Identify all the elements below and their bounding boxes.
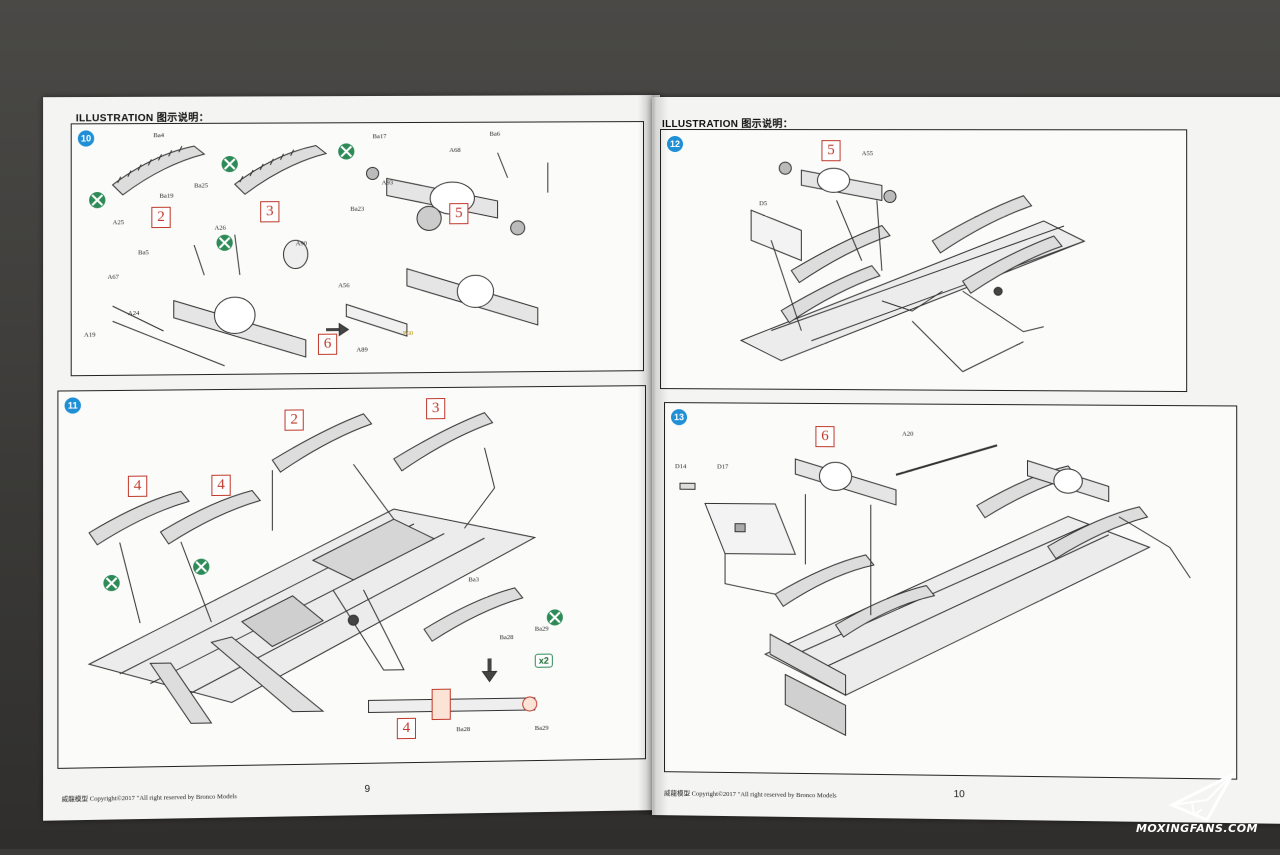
part-box: 3 <box>426 398 445 419</box>
step-12-panel: 12 <box>660 129 1187 392</box>
part-label: Ba5 <box>138 249 149 256</box>
part-box: 5 <box>449 203 468 224</box>
step-11-panel: 11 <box>57 385 646 769</box>
part-label: A25 <box>113 219 124 226</box>
part-box: 2 <box>151 207 170 228</box>
step-12-drawing <box>661 130 1186 391</box>
quantity-badge: x2 <box>535 654 553 668</box>
part-label: Ba28 <box>500 634 514 641</box>
part-box: 4 <box>128 476 147 497</box>
part-box: 2 <box>285 409 304 430</box>
part-label: A68 <box>449 147 460 154</box>
part-label: P60 <box>403 330 413 337</box>
part-label: Ba3 <box>468 576 479 583</box>
watermark-text: MOXINGFANS.COM <box>1132 822 1262 835</box>
page-title: ILLUSTRATION 图示说明： <box>662 115 793 130</box>
part-box: 5 <box>821 140 840 161</box>
part-box: 3 <box>260 201 279 222</box>
copyright-footer: 威龍模型 Copyright©2017 "All right reserved … <box>664 787 837 799</box>
watermark-logo: MOXINGFANS.COM <box>1132 765 1262 835</box>
part-label: Ba23 <box>350 206 364 213</box>
step-13-drawing <box>665 403 1236 779</box>
part-label: Ba29 <box>535 725 549 732</box>
part-label: A55 <box>862 150 873 157</box>
part-label: A90 <box>296 240 307 247</box>
part-label: D17 <box>717 463 728 470</box>
part-label: A24 <box>128 310 139 317</box>
copyright-footer: 威龍模型 Copyright©2017 "All right reserved … <box>61 790 236 803</box>
part-label: A56 <box>338 282 349 289</box>
part-label: D14 <box>675 463 686 470</box>
part-label: Ba29 <box>535 626 549 633</box>
part-label: Ba25 <box>194 182 208 189</box>
part-label: Ba19 <box>159 193 173 200</box>
page-number: 10 <box>954 789 965 800</box>
part-label: A89 <box>356 346 367 353</box>
part-box: 4 <box>397 718 416 739</box>
step-13-panel: 13 <box>664 402 1237 780</box>
instruction-booklet: ILLUSTRATION 图示说明： 10 <box>40 95 1280 855</box>
step-11-drawing <box>58 386 645 768</box>
part-label: Ba6 <box>490 131 501 138</box>
part-label: A67 <box>107 274 118 281</box>
part-box: 6 <box>318 334 337 355</box>
part-label: Ba4 <box>153 132 164 139</box>
part-box: 4 <box>211 475 230 496</box>
step-10-drawing <box>72 122 643 375</box>
part-label: D5 <box>759 200 767 207</box>
part-box: 6 <box>815 426 834 447</box>
page-number: 9 <box>364 784 370 795</box>
step-10-panel: 10 <box>71 121 644 376</box>
left-page: ILLUSTRATION 图示说明： 10 <box>43 95 660 821</box>
part-label: Ba17 <box>373 133 387 140</box>
part-label: Ba28 <box>456 726 470 733</box>
part-label: A20 <box>902 431 913 438</box>
part-label: A93 <box>382 179 393 186</box>
part-label: A19 <box>84 332 95 339</box>
right-page: ILLUSTRATION 图示说明： 12 <box>652 97 1280 824</box>
part-label: A26 <box>214 225 225 232</box>
